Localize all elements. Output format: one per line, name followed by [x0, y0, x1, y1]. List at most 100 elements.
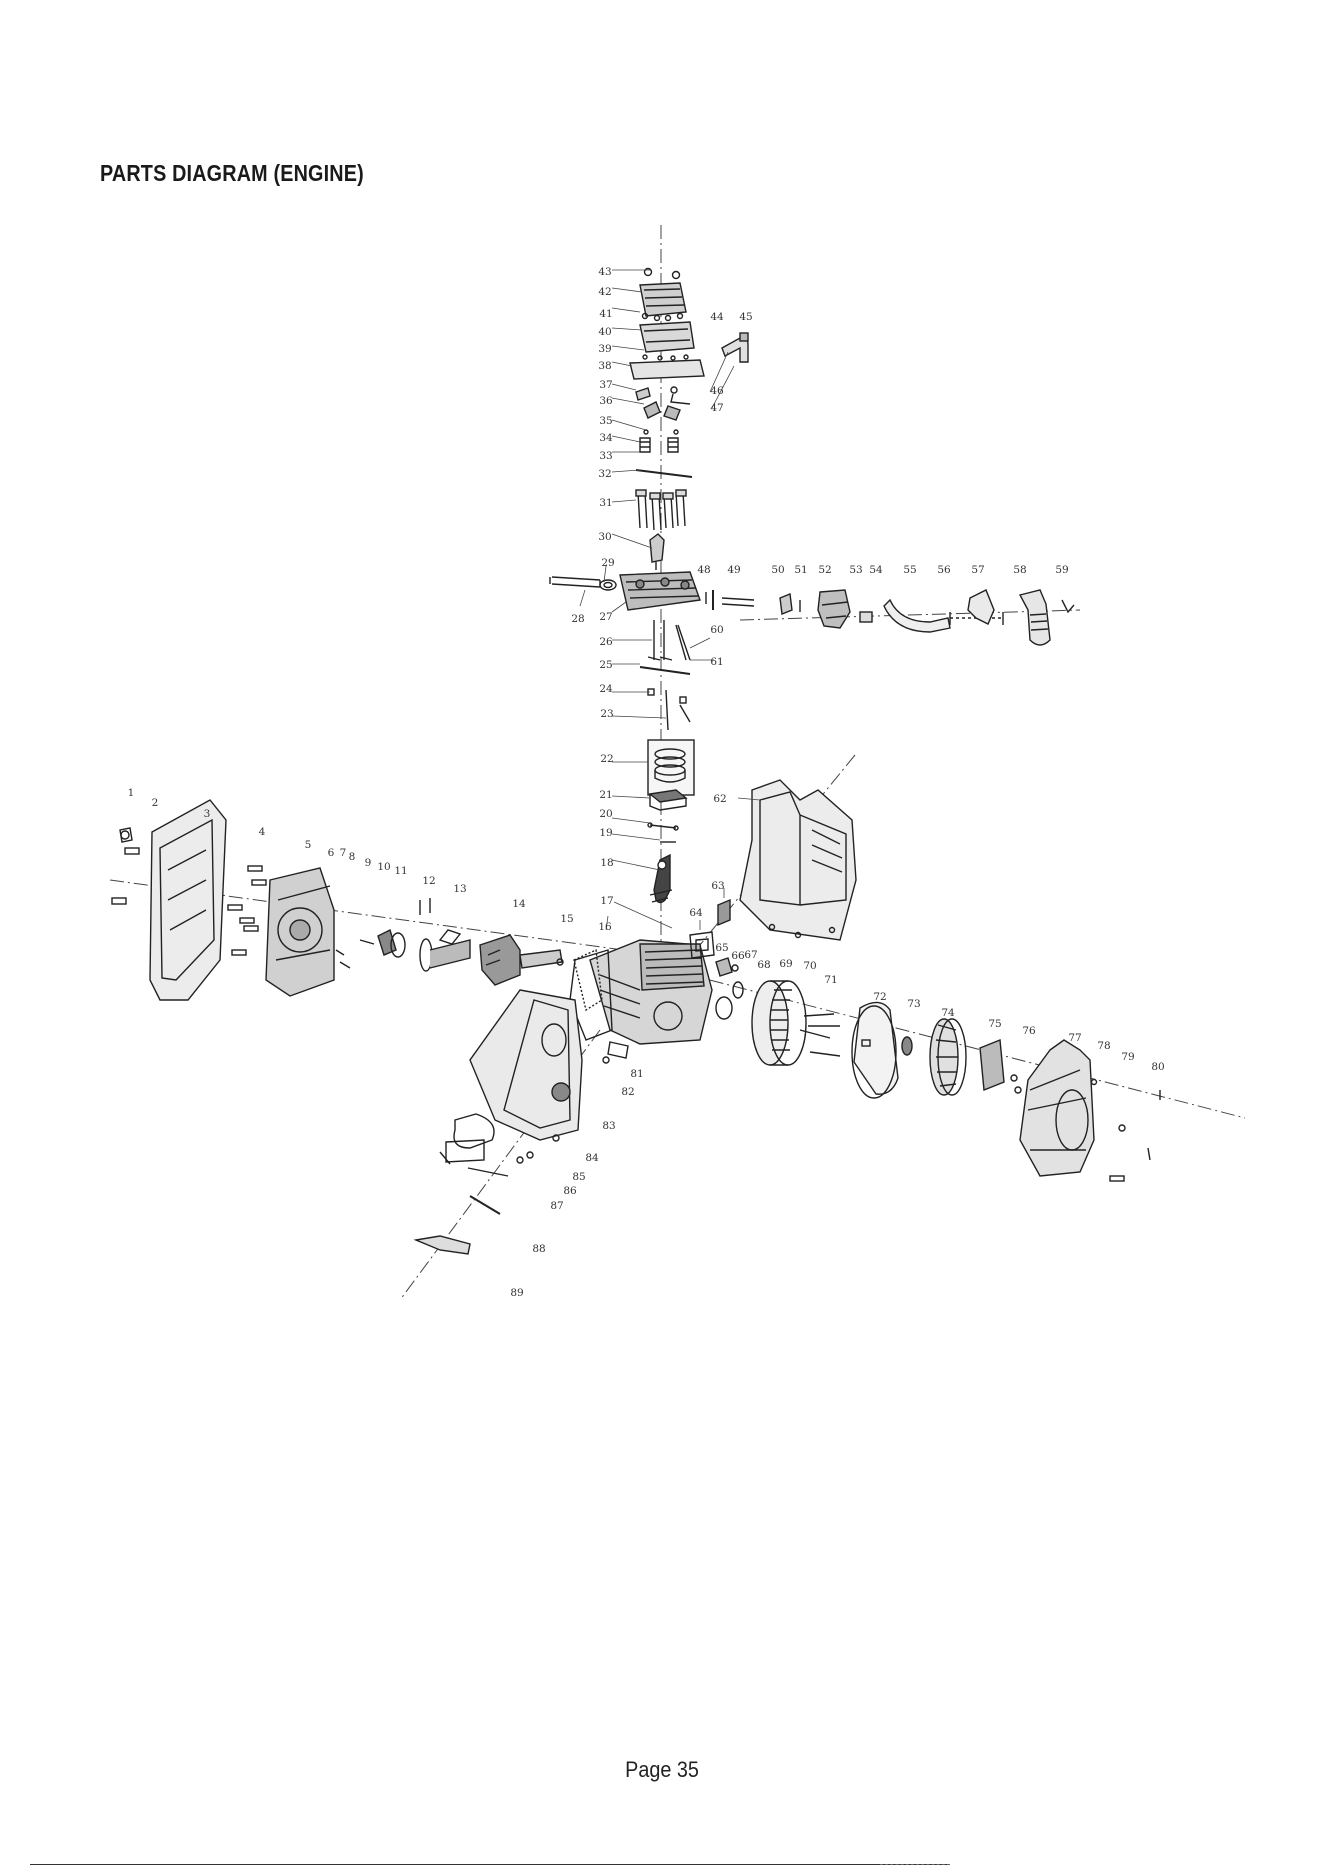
- cylinder-head: [550, 572, 706, 610]
- callout-38: 38: [598, 360, 611, 372]
- blower-fan: [930, 1019, 966, 1095]
- callout-18: 18: [600, 857, 613, 869]
- valves-and-piston: [640, 620, 694, 842]
- callout-81: 81: [630, 1068, 643, 1080]
- callout-2: 2: [152, 797, 159, 809]
- callout-5: 5: [305, 839, 312, 851]
- callout-88: 88: [532, 1243, 545, 1255]
- callout-79: 79: [1121, 1051, 1134, 1063]
- callout-16: 16: [598, 921, 612, 933]
- callout-40: 40: [598, 326, 611, 338]
- callout-55: 55: [903, 564, 916, 576]
- callout-80: 80: [1151, 1061, 1164, 1073]
- callout-47: 47: [710, 402, 723, 414]
- callout-41: 41: [599, 308, 612, 320]
- callout-82: 82: [621, 1086, 634, 1098]
- callout-12: 12: [422, 875, 435, 887]
- callout-75: 75: [988, 1018, 1001, 1030]
- callout-42: 42: [598, 286, 611, 298]
- callout-78: 78: [1097, 1040, 1110, 1052]
- callout-34: 34: [599, 432, 613, 444]
- callout-53: 53: [849, 564, 862, 576]
- callout-63: 63: [711, 880, 724, 892]
- callout-29: 29: [601, 557, 614, 569]
- callout-68: 68: [757, 959, 770, 971]
- callout-65: 65: [715, 942, 728, 954]
- callout-17: 17: [600, 895, 613, 907]
- callout-85: 85: [572, 1171, 585, 1183]
- cooling-fan: [752, 981, 806, 1065]
- callout-72: 72: [873, 991, 886, 1003]
- callout-7: 7: [340, 847, 347, 859]
- callout-11: 11: [394, 865, 407, 877]
- callout-84: 84: [585, 1152, 599, 1164]
- callout-60: 60: [710, 624, 723, 636]
- callout-77: 77: [1068, 1032, 1081, 1044]
- callout-15: 15: [560, 913, 573, 925]
- footer-rule-tail: [880, 1864, 950, 1866]
- callout-54: 54: [869, 564, 883, 576]
- callout-1: 1: [128, 787, 135, 799]
- callout-61: 61: [710, 656, 723, 668]
- callout-28: 28: [571, 613, 584, 625]
- callout-71: 71: [824, 974, 837, 986]
- callout-52: 52: [818, 564, 831, 576]
- callout-83: 83: [602, 1120, 615, 1132]
- callout-21: 21: [599, 789, 612, 801]
- footer-rule: [30, 1864, 950, 1865]
- callout-33: 33: [599, 450, 612, 462]
- callout-43: 43: [598, 266, 611, 278]
- callout-44: 44: [710, 311, 724, 323]
- callout-73: 73: [907, 998, 920, 1010]
- callout-67: 67: [744, 949, 757, 961]
- flywheel: [852, 1002, 898, 1098]
- fan-nut: [902, 1037, 912, 1055]
- callout-51: 51: [794, 564, 807, 576]
- callout-69: 69: [779, 958, 792, 970]
- callout-19: 19: [599, 827, 612, 839]
- callout-30: 30: [598, 531, 611, 543]
- callout-87: 87: [550, 1200, 563, 1212]
- shroud-bolts: [1092, 1080, 1161, 1182]
- callout-3: 3: [204, 808, 211, 820]
- callout-8: 8: [349, 851, 356, 863]
- left-side-parts: [112, 800, 563, 1000]
- callout-70: 70: [803, 960, 816, 972]
- callout-50: 50: [771, 564, 784, 576]
- bolts-left: [228, 866, 266, 955]
- crankshaft: [480, 935, 562, 985]
- callout-6: 6: [328, 847, 335, 859]
- callout-24: 24: [599, 683, 613, 695]
- callout-9: 9: [365, 857, 372, 869]
- callout-26: 26: [599, 636, 613, 648]
- callout-35: 35: [599, 415, 612, 427]
- connecting-rod: [650, 855, 672, 903]
- valve-train: [636, 387, 692, 570]
- page-number: Page 35: [66, 1757, 1258, 1783]
- callout-64: 64: [689, 907, 703, 919]
- callout-46: 46: [710, 385, 724, 397]
- callout-45: 45: [739, 311, 752, 323]
- callout-49: 49: [727, 564, 740, 576]
- callout-13: 13: [453, 883, 466, 895]
- callout-66: 66: [731, 950, 745, 962]
- callout-4: 4: [259, 826, 266, 838]
- callout-58: 58: [1013, 564, 1026, 576]
- starter-cup: [980, 1040, 1004, 1090]
- fuel-tank: [740, 780, 856, 940]
- callout-62: 62: [713, 793, 726, 805]
- callout-59: 59: [1055, 564, 1068, 576]
- callout-56: 56: [937, 564, 951, 576]
- intake-components: [713, 590, 1074, 645]
- callout-23: 23: [600, 708, 613, 720]
- callout-86: 86: [563, 1185, 577, 1197]
- callout-37: 37: [599, 379, 612, 391]
- parts-art: [110, 225, 1245, 1300]
- callout-48: 48: [697, 564, 710, 576]
- callout-36: 36: [599, 395, 613, 407]
- callout-74: 74: [941, 1007, 955, 1019]
- callout-25: 25: [599, 659, 612, 671]
- callout-31: 31: [599, 497, 612, 509]
- callout-57: 57: [971, 564, 984, 576]
